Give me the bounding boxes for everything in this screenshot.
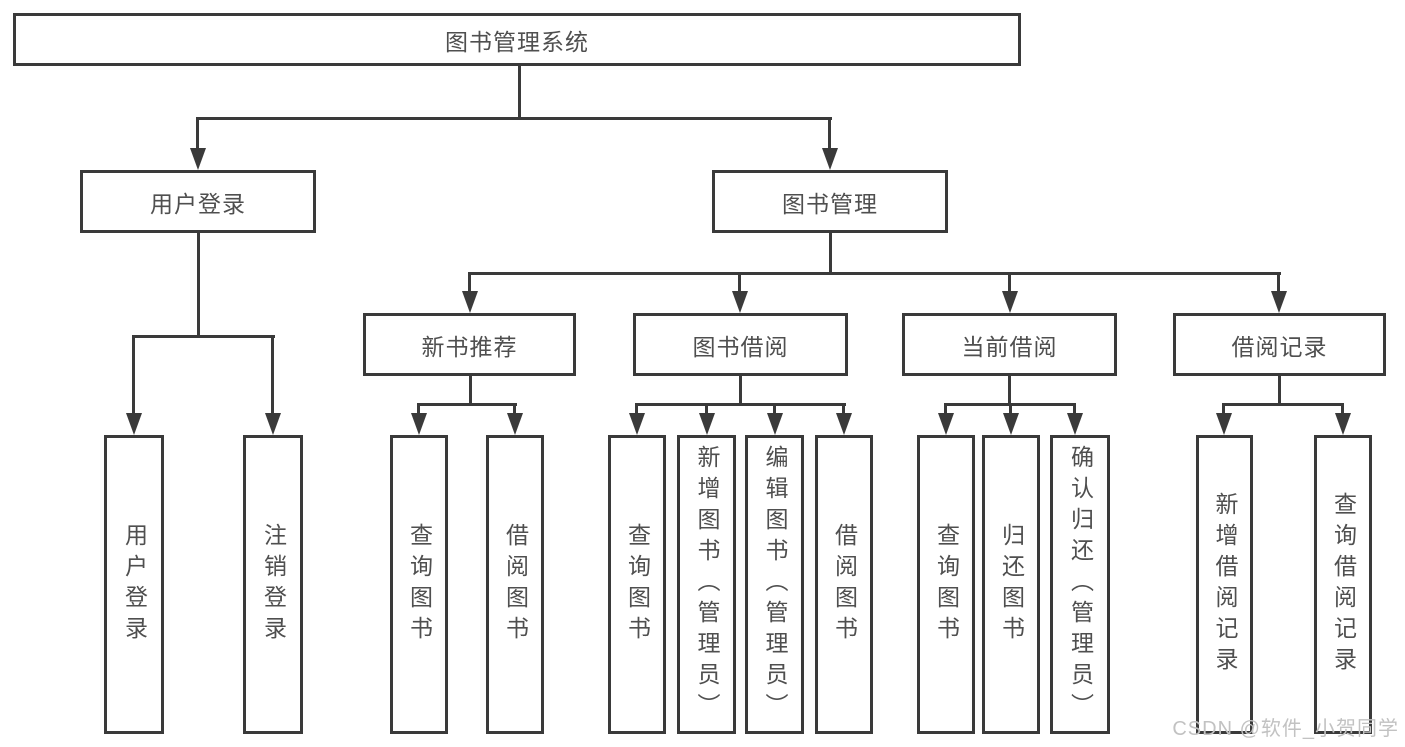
leaf-borrow-edit-books-admin: 编辑图书（管理员） [745, 435, 804, 734]
arrow-down [732, 272, 748, 313]
leaf-label: 借阅图书 [502, 522, 529, 647]
leaf-label: 注销登录 [260, 522, 287, 647]
node-label: 当前借阅 [961, 333, 1058, 360]
connector-vline [739, 376, 742, 405]
leaf-label: 查询借阅记录 [1330, 491, 1357, 678]
node-label: 图书借阅 [692, 333, 789, 360]
watermark: CSDN @软件_小贺同学 [1172, 718, 1399, 740]
arrow-down [265, 335, 281, 435]
leaf-current-confirm-return-admin: 确认归还（管理员） [1050, 435, 1110, 734]
node-label: 借阅记录 [1231, 333, 1328, 360]
arrow-down [507, 403, 523, 435]
leaf-label: 新增图书（管理员） [694, 445, 720, 724]
node-borrow-records: 借阅记录 [1173, 313, 1386, 376]
arrow-down [462, 272, 478, 313]
arrow-down [836, 403, 852, 435]
node-user-login: 用户登录 [80, 170, 316, 233]
leaf-newbook-borrow-books: 借阅图书 [486, 435, 544, 734]
node-current-borrow: 当前借阅 [902, 313, 1117, 376]
leaf-label: 归还图书 [998, 522, 1025, 647]
arrow-down [411, 403, 427, 435]
connector-vline [518, 66, 521, 119]
leaf-label: 查询图书 [406, 522, 433, 647]
leaf-borrow-add-books-admin: 新增图书（管理员） [677, 435, 736, 734]
arrow-down [1271, 272, 1287, 313]
node-label: 用户登录 [150, 190, 246, 217]
leaf-borrow-query-books: 查询图书 [608, 435, 666, 734]
arrow-down [629, 403, 645, 435]
connector-hline [418, 403, 517, 406]
arrow-down [126, 335, 142, 435]
leaf-current-return-books: 归还图书 [982, 435, 1040, 734]
leaf-label: 用户登录 [121, 522, 148, 647]
leaf-logout: 注销登录 [243, 435, 303, 734]
node-new-book-recommend: 新书推荐 [363, 313, 576, 376]
leaf-records-query-record: 查询借阅记录 [1314, 435, 1372, 734]
node-library-management-system: 图书管理系统 [13, 13, 1021, 66]
connector-hline [132, 335, 275, 338]
node-label: 新书推荐 [421, 333, 518, 360]
connector-vline [829, 233, 832, 274]
arrow-down [767, 403, 783, 435]
leaf-label: 编辑图书（管理员） [762, 445, 788, 724]
arrow-down [1335, 403, 1351, 435]
node-label: 图书管理 [782, 190, 878, 217]
leaf-borrow-borrow-books: 借阅图书 [815, 435, 873, 734]
arrow-down [190, 117, 206, 170]
leaf-user-login: 用户登录 [104, 435, 164, 734]
arrow-down [1002, 272, 1018, 313]
node-book-borrow: 图书借阅 [633, 313, 848, 376]
arrow-down [822, 117, 838, 170]
node-label: 图书管理系统 [445, 28, 589, 55]
leaf-label: 新增借阅记录 [1212, 491, 1238, 678]
connector-vline [1008, 376, 1011, 405]
connector-hline [196, 117, 832, 120]
arrow-down [1067, 403, 1083, 435]
leaf-newbook-query-books: 查询图书 [390, 435, 448, 734]
leaf-records-add-record: 新增借阅记录 [1196, 435, 1253, 734]
arrow-down [1216, 403, 1232, 435]
arrow-down [699, 403, 715, 435]
connector-vline [469, 376, 472, 405]
leaf-label: 查询图书 [624, 522, 651, 647]
arrow-down [1003, 403, 1019, 435]
leaf-label: 查询图书 [933, 522, 960, 647]
arrow-down [938, 403, 954, 435]
node-book-management: 图书管理 [712, 170, 948, 233]
connector-vline [197, 233, 200, 337]
leaf-label: 确认归还（管理员） [1067, 445, 1094, 724]
leaf-label: 借阅图书 [831, 522, 858, 647]
leaf-current-query-books: 查询图书 [917, 435, 975, 734]
connector-vline [1278, 376, 1281, 405]
connector-hline [1223, 403, 1344, 406]
connector-hline [469, 272, 1281, 275]
connector-hline [636, 403, 846, 406]
